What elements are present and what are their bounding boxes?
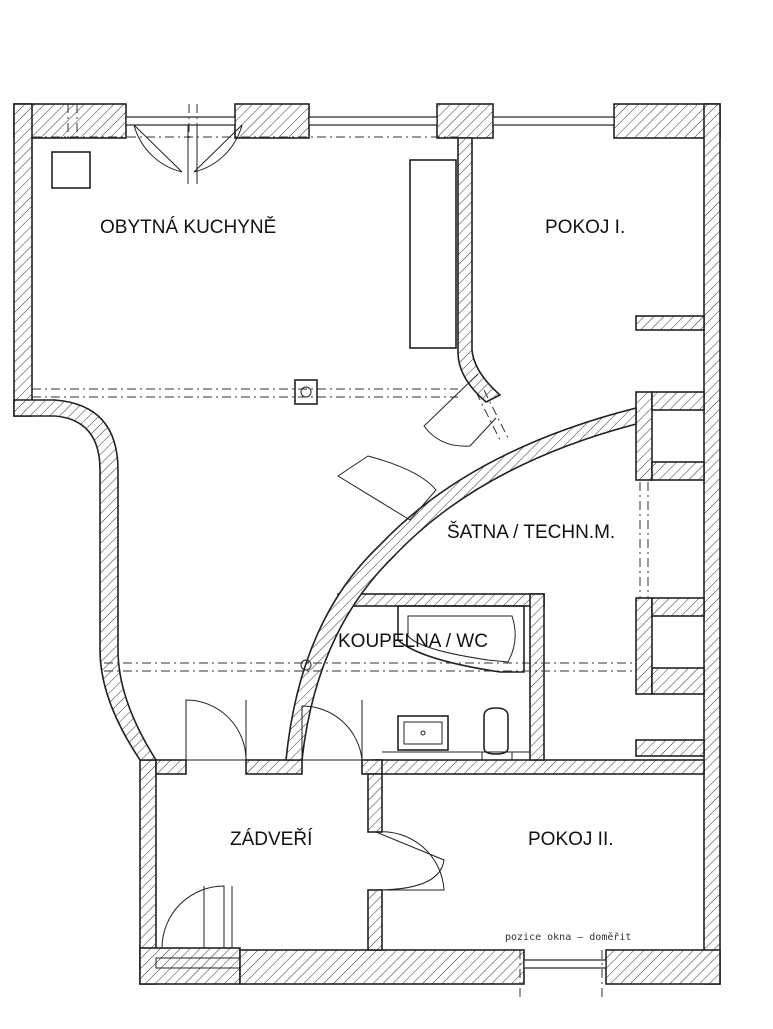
windows: [67, 104, 615, 1000]
wall-hall-top-a: [155, 759, 187, 775]
wall-closet-lower: [635, 597, 653, 695]
label-closet: ŠATNA / TECHN.M.: [447, 521, 615, 543]
door-room2-arc: [375, 831, 445, 891]
window-top-left: [125, 116, 236, 126]
wall-left: [13, 103, 33, 417]
wall-bottom-left: [139, 947, 241, 985]
wall-closet-low1: [651, 597, 705, 617]
window-top-right: [492, 116, 615, 126]
label-kitchen: OBYTNÁ KUCHYNĚ: [100, 216, 276, 238]
bathtub-inner: [407, 615, 516, 663]
column-box: [294, 379, 318, 405]
wall-hall-divider-a: [367, 773, 383, 833]
wall-right: [703, 103, 721, 985]
door-room1: [423, 373, 497, 447]
wall-top-mid: [234, 103, 310, 139]
label-room1: POKOJ I.: [545, 217, 625, 238]
wall-bottom-mid: [239, 949, 525, 985]
wall-curved-partition: [285, 406, 637, 761]
wall-hall-top-b: [245, 759, 303, 775]
wall-closet-top: [651, 391, 705, 411]
doors: [133, 124, 497, 969]
wall-hall-divider-b: [367, 889, 383, 951]
wall-top-center: [436, 103, 494, 139]
door-hall-right: [301, 700, 363, 761]
wall-closet-upper: [635, 391, 653, 481]
wall-hall-top-c: [361, 759, 383, 775]
label-hall: ZÁDVEŘÍ: [230, 828, 313, 850]
wall-closet-mid: [651, 461, 705, 481]
door-room2: [375, 831, 445, 891]
wall-curved-left: [13, 399, 158, 761]
entrance-threshold: [155, 957, 241, 969]
kitchen-counter: [409, 159, 457, 349]
chimney-box: [51, 151, 91, 189]
label-bathroom: KOUPELNA / WC: [338, 631, 488, 652]
window-note: pozice okna – doměřit: [505, 931, 631, 943]
door-kitchen-right: [193, 124, 243, 173]
wall-room2-top: [371, 759, 705, 775]
column-pin: [300, 386, 312, 398]
sink: [397, 715, 449, 751]
toilet: [483, 707, 509, 755]
label-room2: POKOJ II.: [528, 829, 614, 850]
pipe-pin: [300, 659, 312, 671]
wall-kitchen-room1: [457, 137, 502, 403]
door-entrance: [161, 885, 225, 949]
door-closet: [337, 455, 437, 521]
axis-lines: [32, 136, 649, 672]
room-labels: OBYTNÁ KUCHYNĚ POKOJ I. ŠATNA / TECHN.M.…: [100, 216, 631, 943]
door-hall-left: [185, 699, 247, 761]
wall-bath-right: [529, 593, 545, 761]
bathtub: [397, 605, 525, 673]
fixtures: [51, 151, 530, 761]
wall-room1-stub: [635, 315, 705, 331]
wall-closet-low2: [651, 667, 705, 695]
door-kitchen-left: [133, 124, 183, 173]
exterior-walls: [13, 103, 721, 985]
window-bottom: [523, 959, 607, 969]
wall-room2-stub: [635, 739, 705, 757]
interior-walls: [155, 137, 705, 951]
wall-bottom-right: [605, 949, 721, 985]
wall-bath-top: [337, 593, 545, 607]
window-top-mid: [308, 116, 438, 126]
